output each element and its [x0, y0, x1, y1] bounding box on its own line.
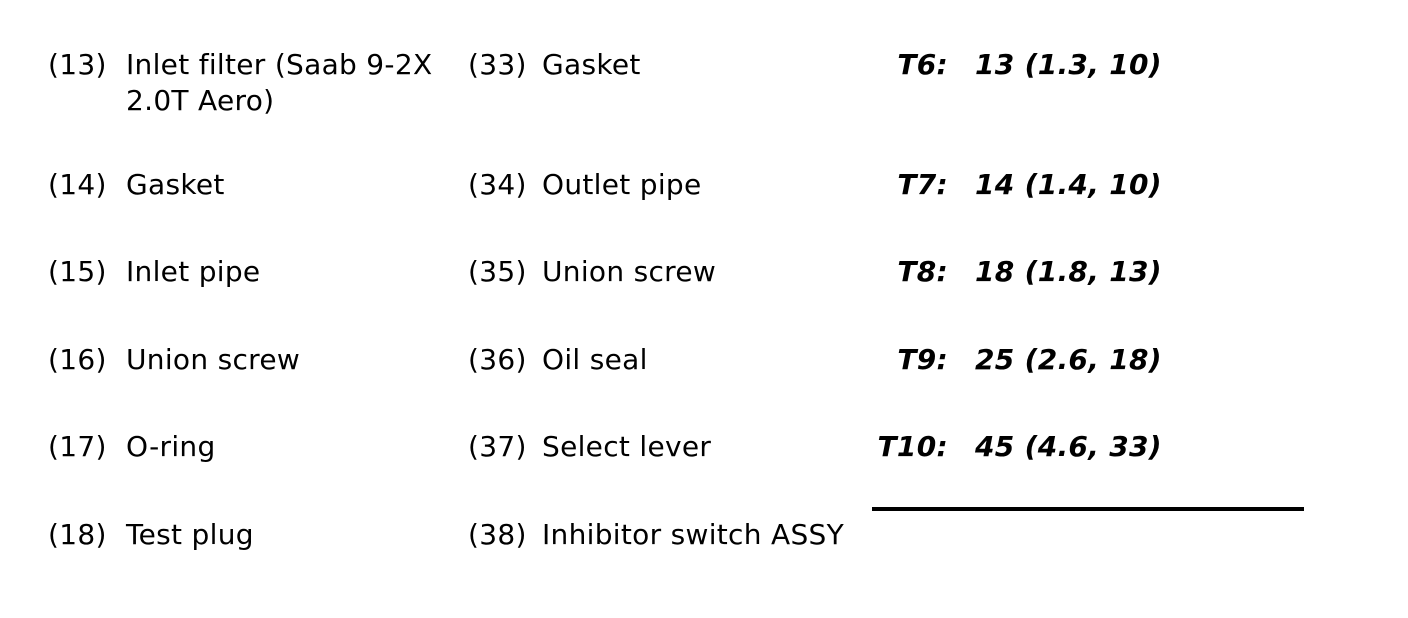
part-number: (13)	[48, 48, 107, 81]
part-number: (15)	[48, 255, 107, 288]
part-item: (37) Select lever	[468, 429, 711, 465]
torque-value: 45 (4.6, 33)	[975, 430, 1162, 463]
part-label: Gasket	[126, 168, 225, 201]
part-item: (34) Outlet pipe	[468, 167, 702, 203]
torque-value: 14 (1.4, 10)	[975, 168, 1162, 201]
torque-label: T10:	[877, 430, 948, 463]
part-number: (34)	[468, 168, 527, 201]
torque-label: T9:	[897, 343, 948, 376]
part-item: (33) Gasket	[468, 47, 641, 83]
part-label: Union screw	[126, 343, 301, 376]
part-label: Inlet pipe	[126, 255, 261, 288]
part-number: (37)	[468, 430, 527, 463]
part-item: (36) Oil seal	[468, 342, 648, 378]
part-label: Outlet pipe	[542, 168, 702, 201]
part-label: Select lever	[542, 430, 712, 463]
part-item: (15) Inlet pipe	[48, 254, 444, 290]
torque-value: 13 (1.3, 10)	[975, 48, 1162, 81]
part-number: (33)	[468, 48, 527, 81]
part-item: (17) O-ring	[48, 429, 444, 465]
part-label: Inlet filter (Saab 9-2X 2.0T Aero)	[126, 48, 433, 117]
part-number: (17)	[48, 430, 107, 463]
horizontal-rule	[872, 507, 1304, 511]
part-number: (36)	[468, 343, 527, 376]
torque-spec: T9: 25 (2.6, 18)	[860, 342, 1162, 378]
part-number: (38)	[468, 518, 527, 551]
part-item: (13) Inlet filter (Saab 9-2X 2.0T Aero)	[48, 47, 444, 119]
torque-spec: T8: 18 (1.8, 13)	[860, 254, 1162, 290]
part-number: (18)	[48, 518, 107, 551]
torque-value: 25 (2.6, 18)	[975, 343, 1162, 376]
torque-spec: T10: 45 (4.6, 33)	[860, 429, 1162, 465]
part-item: (35) Union screw	[468, 254, 716, 290]
part-label: Gasket	[542, 48, 641, 81]
part-item: (18) Test plug	[48, 517, 444, 553]
torque-label: T6:	[897, 48, 948, 81]
part-label: Union screw	[542, 255, 717, 288]
part-item: (14) Gasket	[48, 167, 444, 203]
torque-value: 18 (1.8, 13)	[975, 255, 1162, 288]
part-label: Oil seal	[542, 343, 648, 376]
part-label: O-ring	[126, 430, 216, 463]
part-label: Inhibitor switch ASSY	[542, 518, 844, 551]
part-number: (35)	[468, 255, 527, 288]
torque-spec: T7: 14 (1.4, 10)	[860, 167, 1162, 203]
part-item: (38) Inhibitor switch ASSY	[468, 517, 844, 553]
part-item: (16) Union screw	[48, 342, 444, 378]
part-label: Test plug	[126, 518, 254, 551]
torque-label: T8:	[897, 255, 948, 288]
part-number: (14)	[48, 168, 107, 201]
torque-spec: T6: 13 (1.3, 10)	[860, 47, 1162, 83]
part-number: (16)	[48, 343, 107, 376]
torque-label: T7:	[897, 168, 948, 201]
